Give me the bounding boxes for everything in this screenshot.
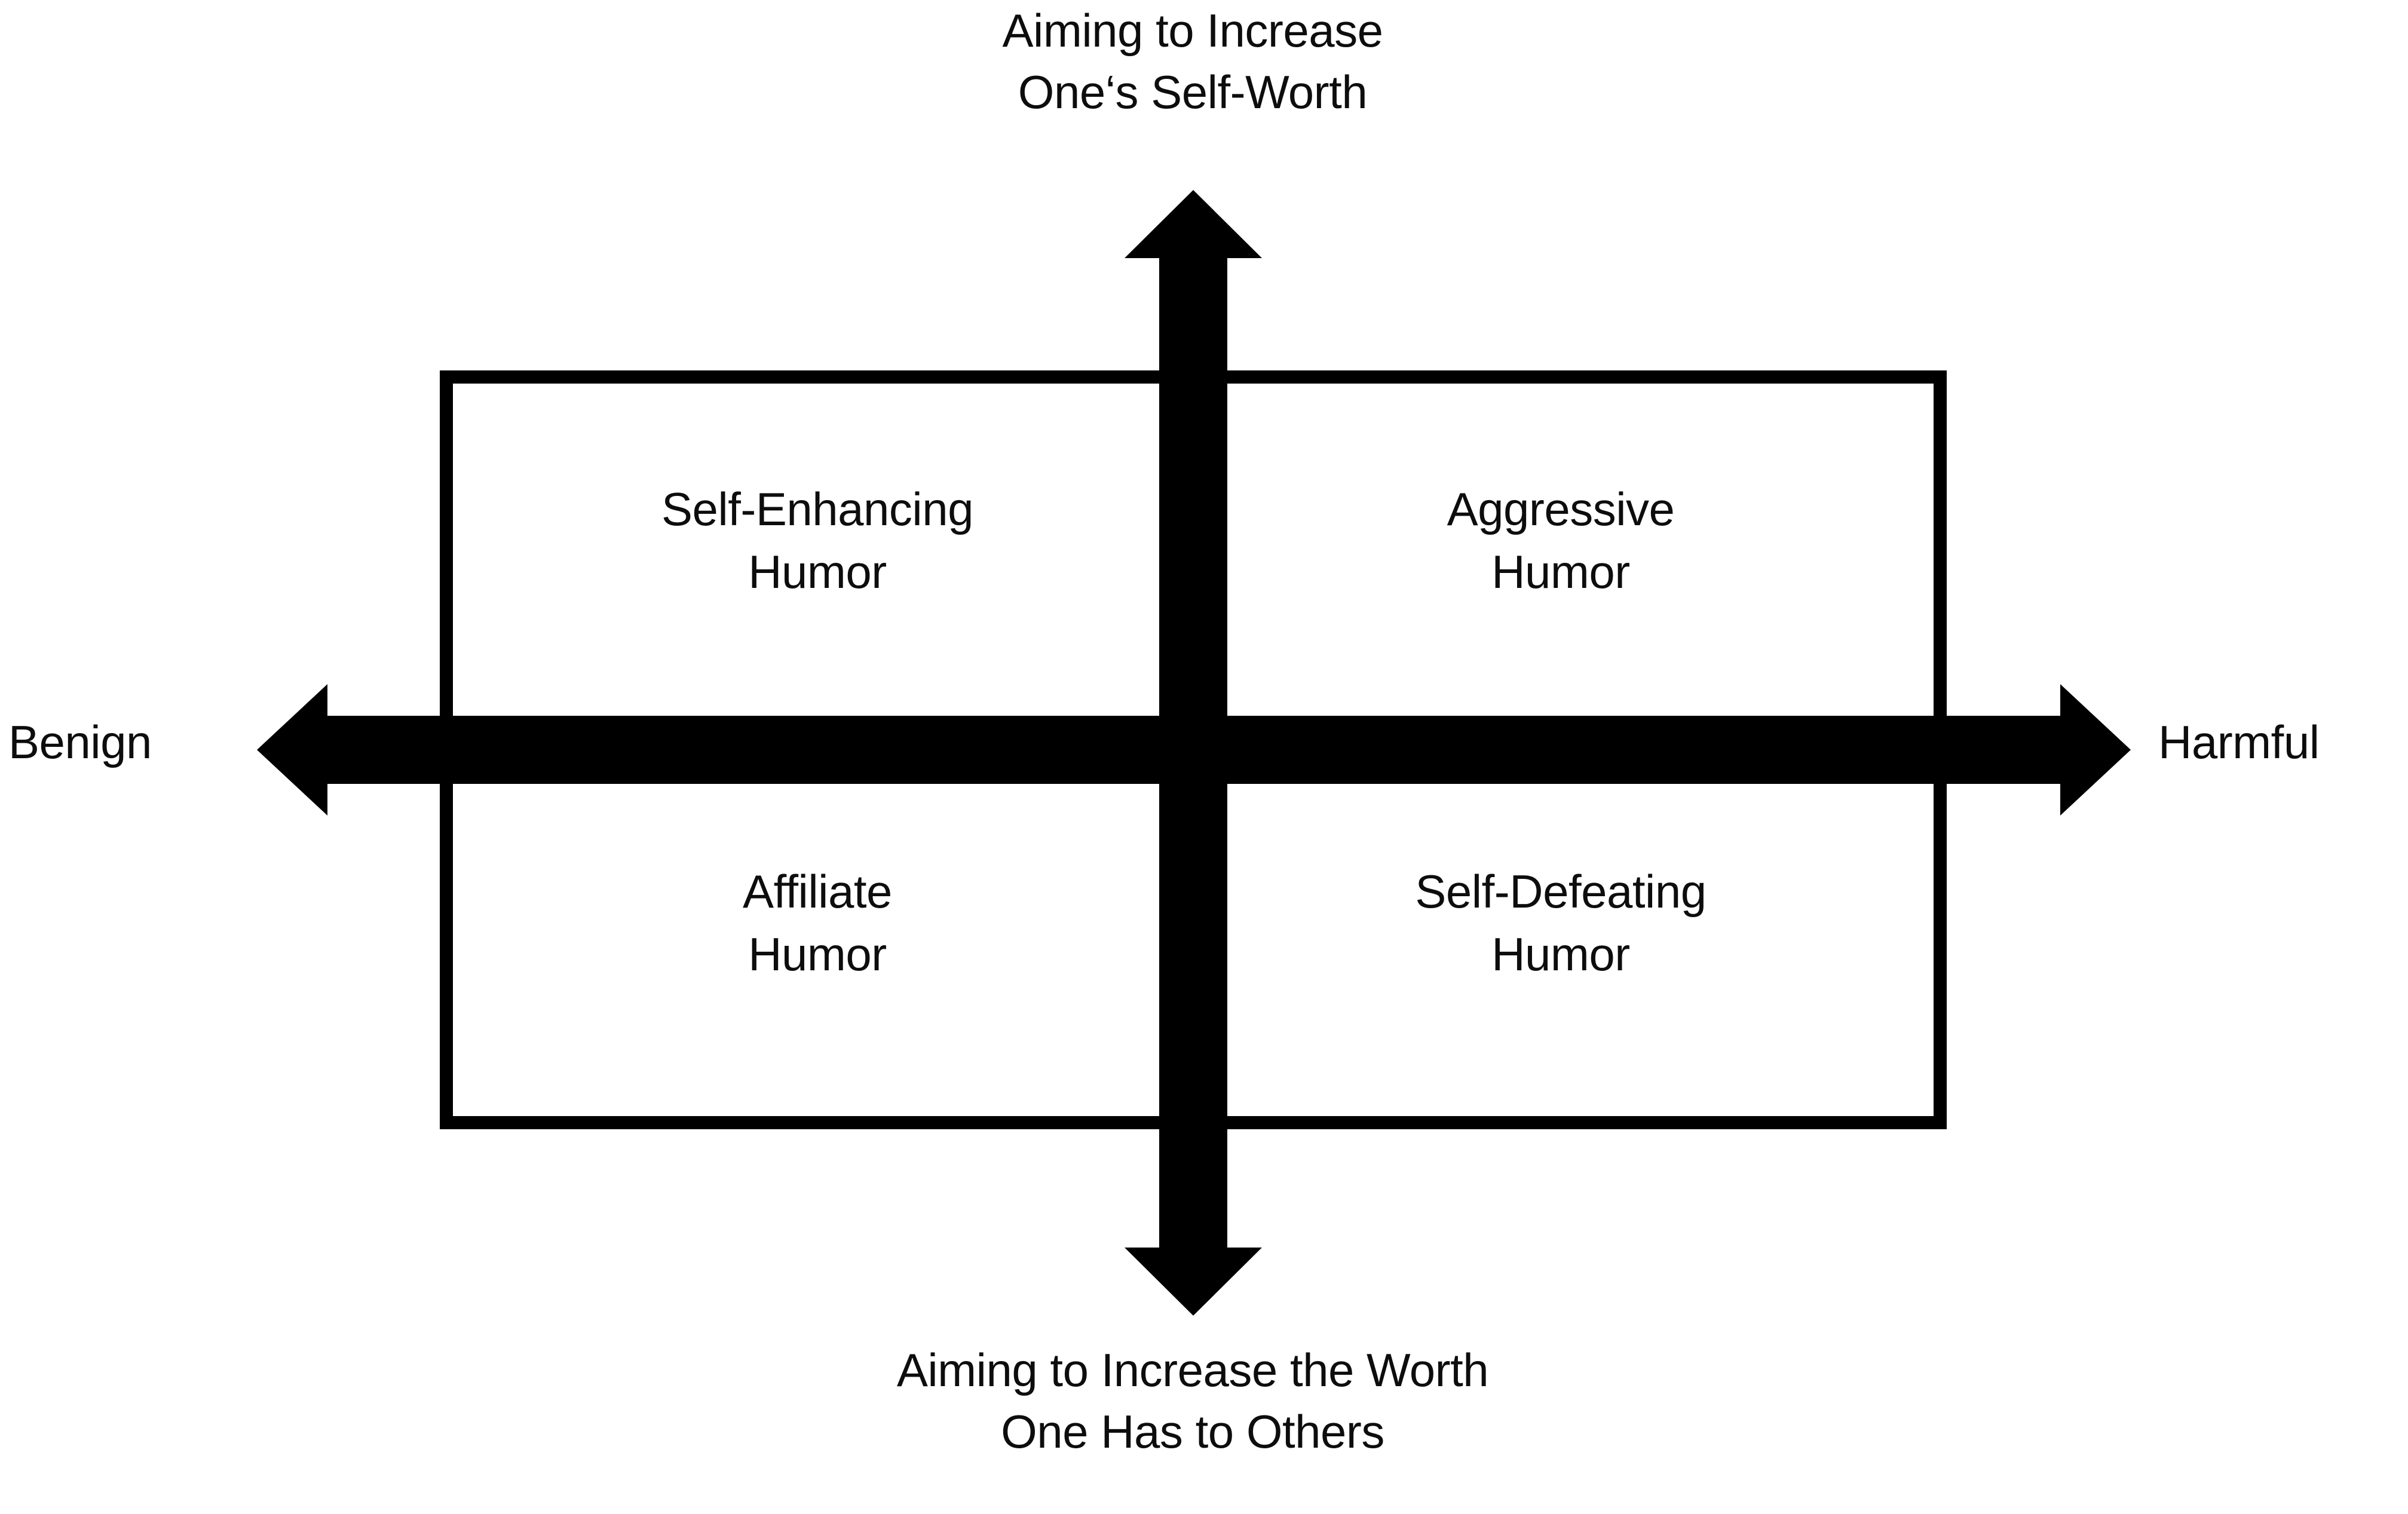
quadrant-label-self-defeating-humor: Self-Defeating Humor xyxy=(1415,865,1707,980)
arrowhead-left-icon xyxy=(257,684,327,816)
horizontal-axis-right-label: Harmful xyxy=(2158,716,2320,768)
arrowhead-up-icon xyxy=(1125,190,1262,258)
horizontal-axis-left-label: Benign xyxy=(8,716,152,768)
quadrant-label-self-enhancing-humor: Self-Enhancing Humor xyxy=(661,483,974,598)
quadrant-label-affiliate-humor: Affiliate Humor xyxy=(743,865,892,980)
quadrant-label-aggressive-humor: Aggressive Humor xyxy=(1447,483,1675,598)
vertical-arrow-shaft xyxy=(1159,257,1227,1249)
vertical-axis-arrow xyxy=(1125,190,1262,1316)
arrowhead-right-icon xyxy=(2060,684,2131,816)
arrowhead-down-icon xyxy=(1125,1248,1262,1316)
vertical-axis-bottom-label: Aiming to Increase the Worth One Has to … xyxy=(896,1344,1489,1458)
vertical-axis-top-label: Aiming to Increase One‘s Self-Worth xyxy=(1002,4,1383,118)
